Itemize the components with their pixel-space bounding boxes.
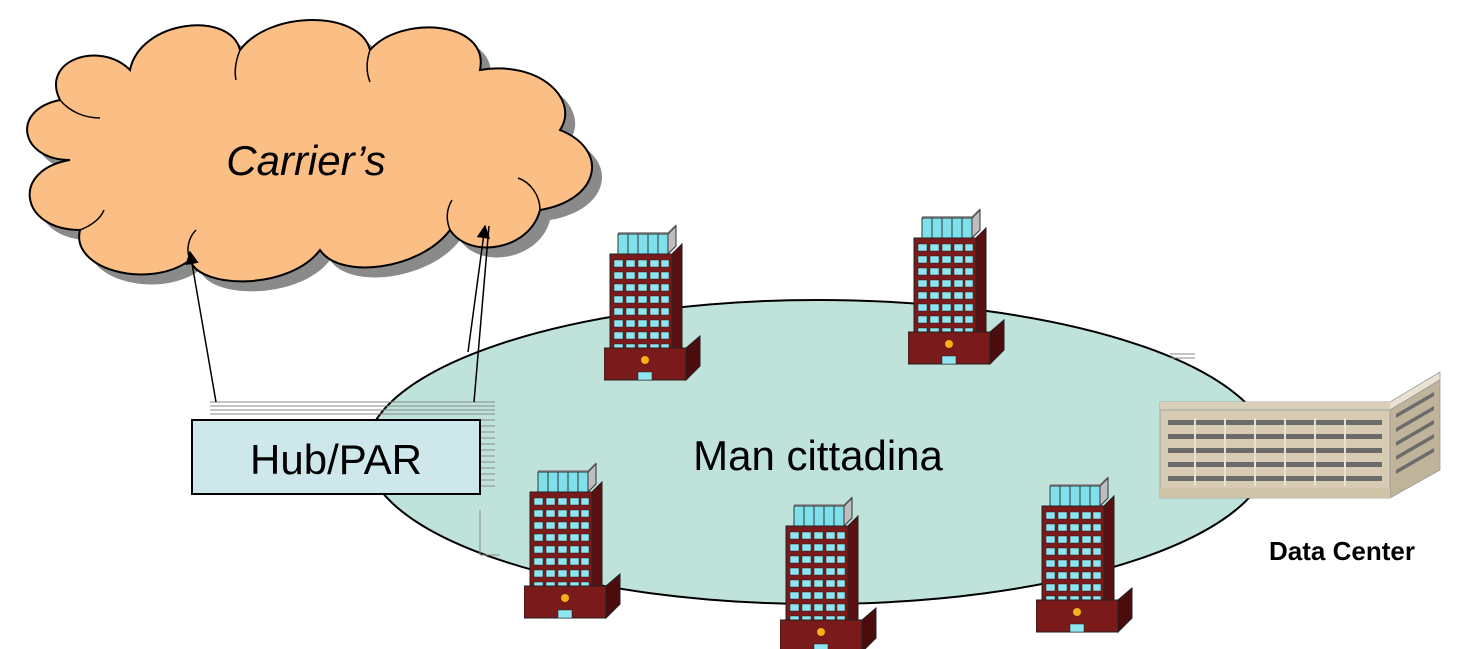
uplink-arrow-right-a xyxy=(467,224,491,353)
office-building-top-left xyxy=(604,223,701,381)
data-center-building xyxy=(1159,371,1441,499)
data-center-label: Data Center xyxy=(1269,536,1415,566)
office-building-top-right xyxy=(908,207,1005,365)
uplink-arrow-right-b xyxy=(473,225,490,403)
uplink-arrows xyxy=(185,224,491,403)
ring-label: Man cittadina xyxy=(693,432,943,479)
hub-label: Hub/PAR xyxy=(250,436,422,483)
hub-par: Hub/PAR xyxy=(191,353,1195,556)
uplink-arrow-left xyxy=(185,250,217,403)
carrier-cloud: Carrier’s xyxy=(26,19,603,292)
cloud-label: Carrier’s xyxy=(226,137,385,184)
